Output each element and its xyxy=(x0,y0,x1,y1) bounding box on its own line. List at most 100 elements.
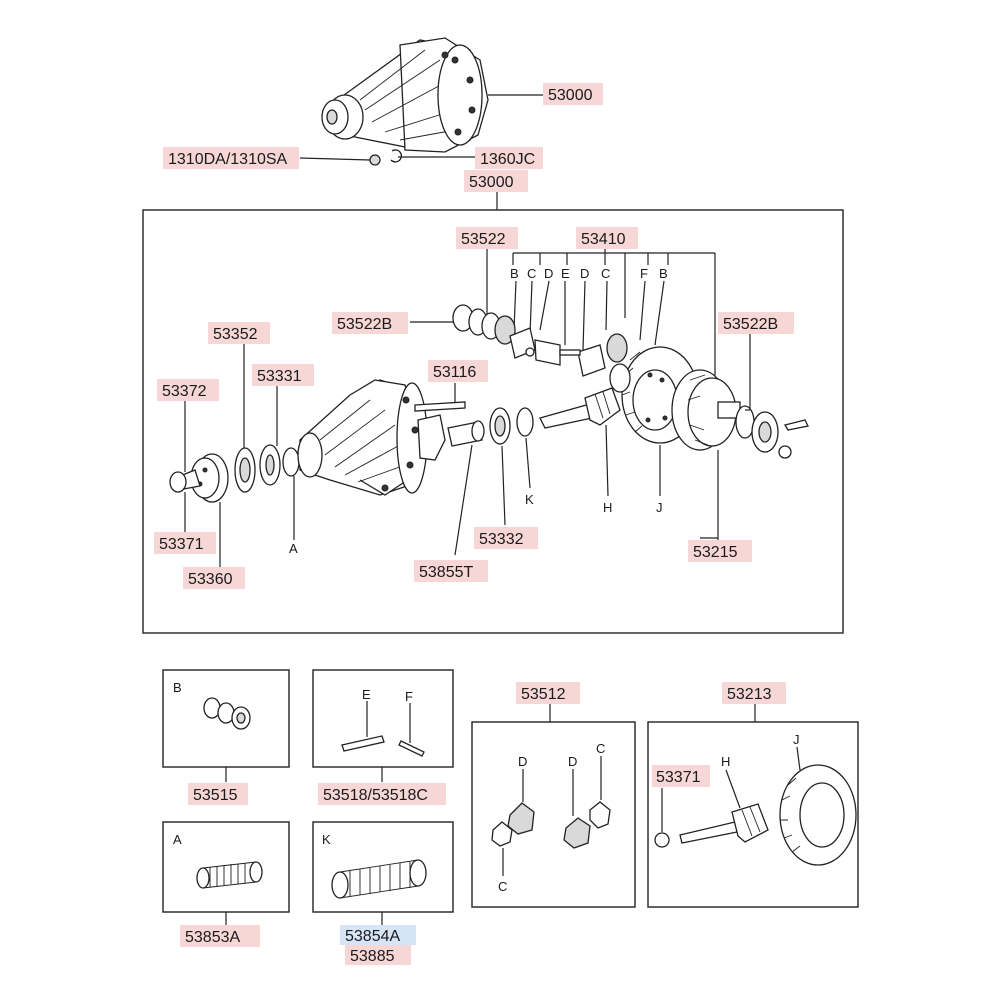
letter-box-d1: D xyxy=(518,754,527,769)
plug-icon xyxy=(390,149,403,163)
label-53515[interactable]: 53515 xyxy=(193,787,238,804)
label-bolt-nut[interactable]: 1310DA/1310SA xyxy=(168,151,288,168)
carrier-housing xyxy=(297,379,446,496)
letter-j-main: J xyxy=(656,500,663,515)
spacer-a xyxy=(196,861,263,889)
ring-pinion-set xyxy=(679,764,857,866)
spacer-collar xyxy=(447,420,485,447)
label-53332[interactable]: 53332 xyxy=(479,531,524,548)
shim-set xyxy=(203,697,251,730)
badge-53515 xyxy=(188,783,248,805)
badge-1310 xyxy=(163,147,299,169)
nut-icon xyxy=(369,154,381,166)
label-53522[interactable]: 53522 xyxy=(461,231,506,248)
badge-53000-main xyxy=(464,170,528,192)
badge-1360 xyxy=(475,147,543,169)
letter-box-k: K xyxy=(322,832,331,847)
letter-e1: E xyxy=(561,266,570,281)
letter-d1: D xyxy=(544,266,553,281)
label-53372[interactable]: 53372 xyxy=(162,383,207,400)
badge-53522b-right xyxy=(718,312,794,334)
label-53331[interactable]: 53331 xyxy=(257,368,302,385)
badge-53116 xyxy=(428,360,488,382)
badge-53360 xyxy=(183,567,245,589)
badge-53371-box xyxy=(652,765,710,787)
letter-b1: B xyxy=(510,266,519,281)
pinion-bearing xyxy=(489,407,534,445)
badge-53522 xyxy=(456,227,518,249)
label-53371[interactable]: 53371 xyxy=(159,536,204,553)
label-53885[interactable]: 53885 xyxy=(350,948,395,965)
differential-case xyxy=(671,369,809,459)
label-53371-box[interactable]: 53371 xyxy=(656,769,701,786)
drive-pinion xyxy=(539,387,621,429)
badge-53518 xyxy=(318,783,446,805)
letter-box-c2: C xyxy=(498,879,507,894)
badge-53885 xyxy=(345,945,411,965)
letter-a-main: A xyxy=(289,541,298,556)
companion-flange-group xyxy=(169,444,300,503)
label-53213[interactable]: 53213 xyxy=(727,686,772,703)
letter-d2: D xyxy=(580,266,589,281)
label-53116[interactable]: 53116 xyxy=(433,364,476,381)
badge-53331 xyxy=(252,364,314,386)
side-gear-pack xyxy=(452,304,631,393)
letter-c1: C xyxy=(527,266,536,281)
letter-b2: B xyxy=(659,266,668,281)
bolt-icon xyxy=(414,401,466,412)
badge-53352 xyxy=(208,322,270,344)
label-53518[interactable]: 53518/53518C xyxy=(323,787,428,804)
label-53352[interactable]: 53352 xyxy=(213,326,258,343)
box-k xyxy=(312,821,454,913)
letter-box-a: A xyxy=(173,832,182,847)
badge-53000-top xyxy=(543,83,603,105)
box-53213 xyxy=(647,721,859,908)
badge-53332 xyxy=(474,527,538,549)
box-53512 xyxy=(471,721,636,908)
badge-53512 xyxy=(516,682,580,704)
letter-box-h: H xyxy=(721,754,730,769)
differential-gears xyxy=(491,801,611,849)
letter-f1: F xyxy=(640,266,648,281)
label-53855t[interactable]: 53855T xyxy=(419,564,473,581)
spacer-k xyxy=(331,859,427,899)
letter-box-f: F xyxy=(405,689,413,704)
box-ef xyxy=(312,669,454,768)
badge-53372 xyxy=(157,379,219,401)
badge-53410 xyxy=(576,227,638,249)
badge-53213 xyxy=(722,682,786,704)
letter-box-d2: D xyxy=(568,754,577,769)
letter-c2: C xyxy=(601,266,610,281)
letter-box-b: B xyxy=(173,680,182,695)
letter-h-main: H xyxy=(603,500,612,515)
label-53522b-left[interactable]: 53522B xyxy=(337,316,392,333)
label-plug[interactable]: 1360JC xyxy=(480,151,535,168)
letter-box-j: J xyxy=(793,732,800,747)
differential-assembly-illustration xyxy=(321,37,489,153)
letter-box-c1: C xyxy=(596,741,605,756)
box-a xyxy=(162,821,290,913)
label-53854a[interactable]: 53854A xyxy=(345,928,400,945)
badge-53855t xyxy=(414,560,488,582)
badge-53522b-left xyxy=(332,312,408,334)
main-assembly-frame xyxy=(142,209,844,634)
badge-53854a xyxy=(340,925,416,945)
letter-box-e: E xyxy=(362,687,371,702)
label-assy-main[interactable]: 53000 xyxy=(469,174,514,191)
label-assy-top[interactable]: 53000 xyxy=(548,87,593,104)
badge-53853a xyxy=(180,925,260,947)
label-53410[interactable]: 53410 xyxy=(581,231,626,248)
label-53853a[interactable]: 53853A xyxy=(185,929,240,946)
label-53522b-right[interactable]: 53522B xyxy=(723,316,778,333)
washer-icon xyxy=(654,832,670,848)
letter-k-main: K xyxy=(525,492,534,507)
label-53215[interactable]: 53215 xyxy=(693,544,738,561)
label-53360[interactable]: 53360 xyxy=(188,571,233,588)
badge-53371 xyxy=(154,532,216,554)
badge-53215 xyxy=(688,540,752,562)
lock-pin-icon xyxy=(398,740,425,757)
pinion-shaft-icon xyxy=(341,735,385,752)
label-53512[interactable]: 53512 xyxy=(521,686,566,703)
